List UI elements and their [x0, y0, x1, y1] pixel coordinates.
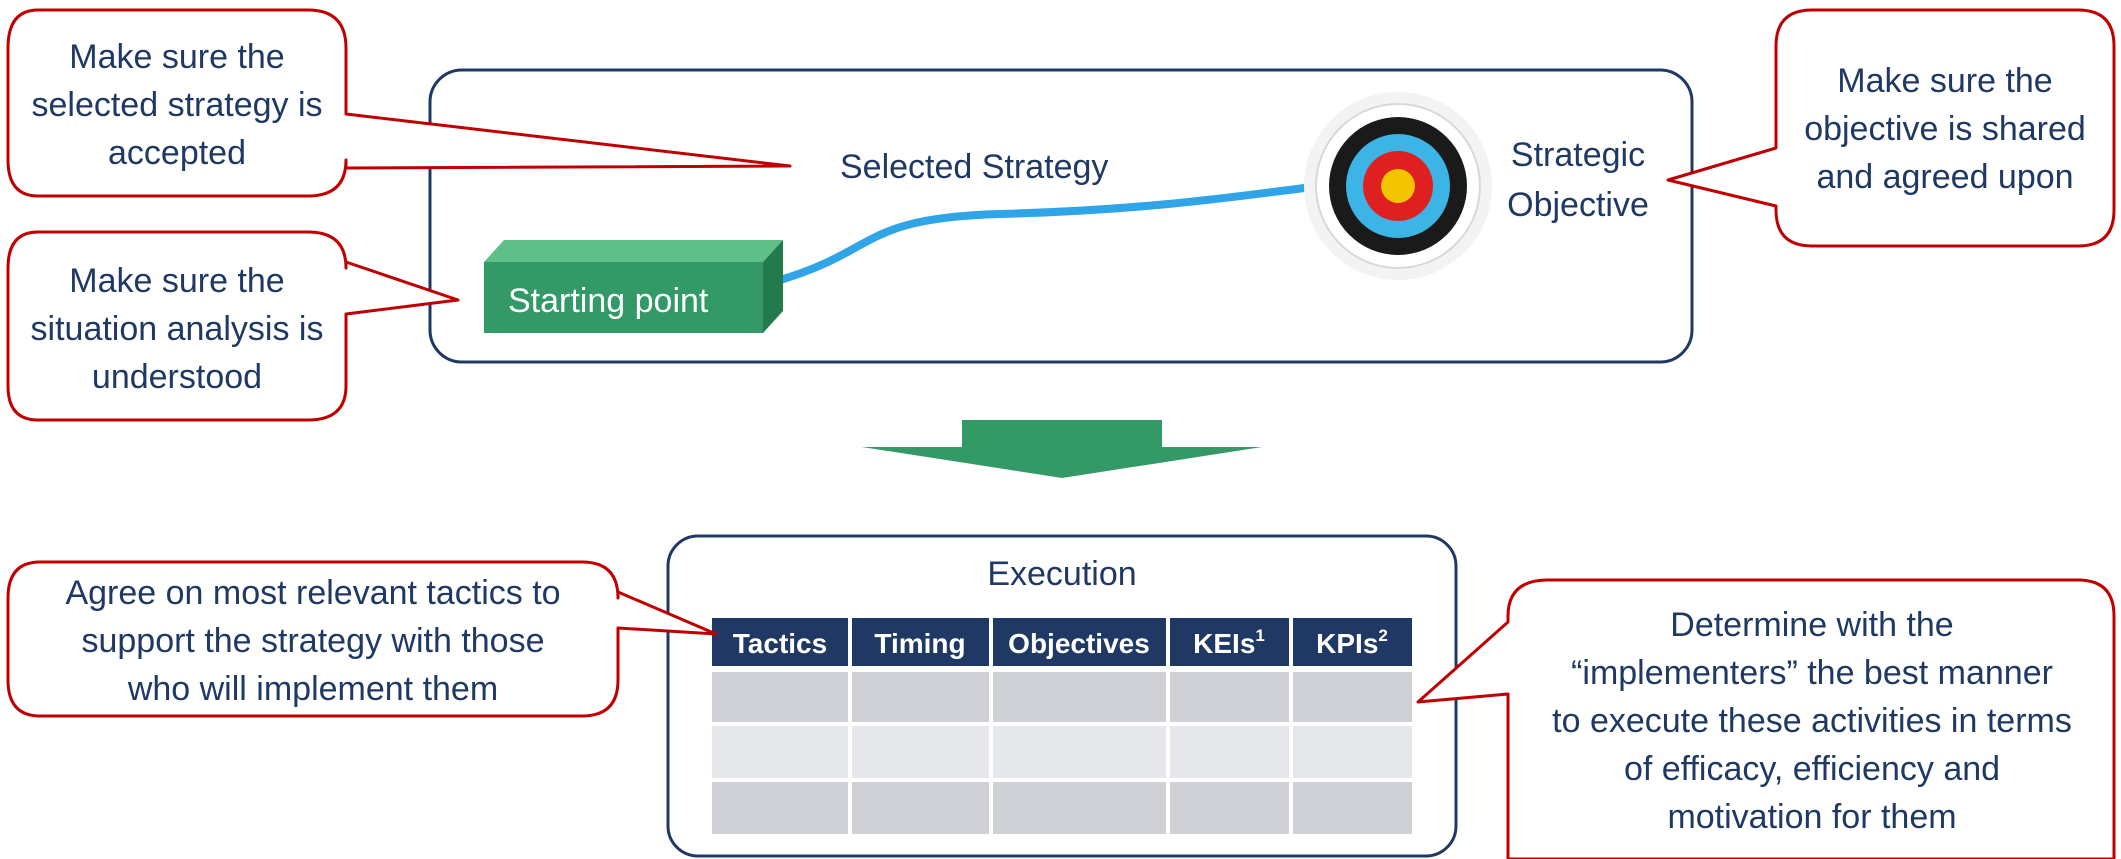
callout-strategy-accepted-line3: accepted [108, 134, 246, 172]
callout-objective-shared-line1: Make sure the [1837, 62, 2052, 100]
callout-determine-manner-line5: motivation for them [1667, 798, 1956, 836]
starting-point-label: Starting point [508, 282, 709, 320]
callout-agree-tactics-line1: Agree on most relevant tactics to [65, 574, 560, 612]
callout-objective-shared-line3: and agreed upon [1816, 158, 2073, 196]
table-row [712, 782, 1412, 834]
table-row [712, 672, 1412, 722]
strategic-objective-line1: Strategic [1511, 136, 1645, 174]
table-row [712, 726, 1412, 778]
table-header-cell [1293, 618, 1412, 666]
callout-agree-tactics: Agree on most relevant tactics to suppor… [6, 560, 718, 718]
table-header-cell [852, 618, 989, 666]
callout-determine-manner-line4: of efficacy, efficiency and [1624, 750, 2000, 788]
callout-determine-manner-line3: to execute these activities in terms [1552, 702, 2072, 740]
callout-determine-manner: Determine with the “implementers” the be… [1416, 578, 2116, 859]
table-header-cell [993, 618, 1166, 666]
callout-situation-understood: Make sure the situation analysis is unde… [6, 230, 460, 422]
callout-determine-manner-line1: Determine with the [1670, 606, 1953, 644]
execution-title: Execution [987, 555, 1136, 593]
target-icon [1304, 92, 1492, 280]
strategy-path-line [776, 182, 1324, 284]
column-header-timing: Timing [874, 628, 965, 659]
callout-agree-tactics-line2: support the strategy with those [81, 622, 544, 660]
callout-objective-shared: Make sure the objective is shared and ag… [1666, 8, 2116, 248]
callout-strategy-accepted-line1: Make sure the [69, 38, 284, 76]
column-header-keis: KEIs1 [1193, 626, 1265, 659]
callout-determine-manner-line2: “implementers” the best manner [1571, 654, 2053, 692]
down-arrow-icon [862, 420, 1262, 478]
starting-point-block: Starting point [484, 240, 783, 333]
callout-situation-understood-line3: understood [92, 358, 262, 396]
callout-strategy-accepted: Make sure the selected strategy is accep… [6, 8, 792, 198]
column-header-kpis: KPIs2 [1316, 626, 1388, 659]
callout-objective-shared-line2: objective is shared [1804, 110, 2086, 148]
strategic-objective-line2: Objective [1507, 186, 1649, 224]
callout-agree-tactics-line3: who will implement them [127, 670, 498, 708]
table-header-cell [1170, 618, 1289, 666]
callout-situation-understood-line1: Make sure the [69, 262, 284, 300]
tactics-table: Tactics Timing Objectives KEIs1 KPIs2 [712, 618, 1412, 834]
table-header-cell [712, 618, 848, 666]
selected-strategy-label: Selected Strategy [840, 148, 1108, 186]
callout-situation-understood-line2: situation analysis is [31, 310, 324, 348]
callout-strategy-accepted-line2: selected strategy is [31, 86, 322, 124]
column-header-objectives: Objectives [1008, 628, 1150, 659]
column-header-tactics: Tactics [733, 628, 827, 659]
